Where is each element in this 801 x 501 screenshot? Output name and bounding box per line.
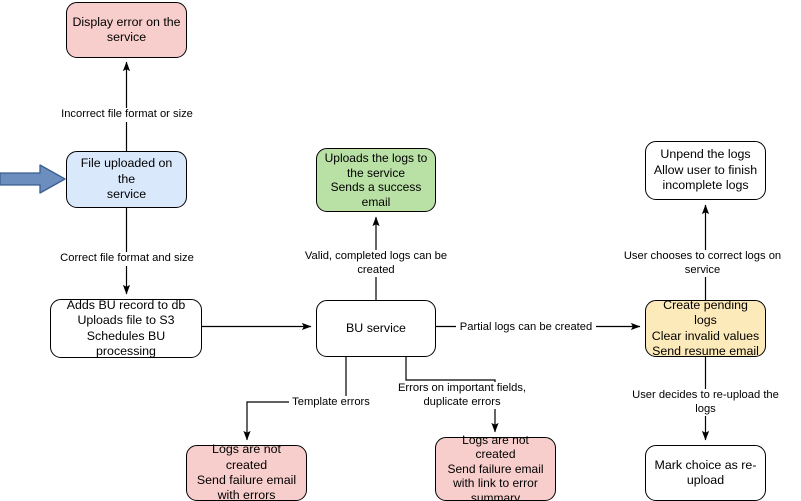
edge-label-partial-logs: Partial logs can be created: [456, 321, 596, 335]
node-uploads-logs-success[interactable]: Uploads the logs to the service Sends a …: [316, 148, 436, 212]
node-unpend-the-logs[interactable]: Unpend the logs Allow user to finish inc…: [645, 141, 766, 200]
node-bu-service[interactable]: BU service: [316, 300, 436, 357]
node-create-pending-logs[interactable]: Create pending logs Clear invalid values…: [645, 298, 766, 358]
edge-label-correct-file-format: Correct file format and size: [54, 252, 200, 266]
edge-label-user-reuploads-logs: User decides to re-upload the logs: [619, 389, 792, 417]
edge-label-valid-completed-logs: Valid, completed logs can be created: [283, 250, 469, 278]
entry-arrow-icon: [0, 164, 66, 194]
node-file-uploaded-on-service[interactable]: File uploaded on the service: [66, 151, 187, 208]
node-logs-not-created-with-summary[interactable]: Logs are not created Send failure email …: [435, 433, 556, 501]
node-adds-bu-record[interactable]: Adds BU record to db Uploads file to S3 …: [50, 298, 202, 358]
edge-label-incorrect-file-format: Incorrect file format or size: [52, 108, 202, 122]
edge-label-important-field-errors: Errors on important fields, duplicate er…: [392, 382, 532, 410]
edge-label-template-errors: Template errors: [289, 396, 373, 410]
edge-label-user-corrects-logs: User chooses to correct logs on service: [604, 250, 801, 278]
node-logs-not-created-with-errors[interactable]: Logs are not created Send failure email …: [186, 442, 307, 501]
node-mark-choice-as-reupload[interactable]: Mark choice as re- upload: [645, 445, 766, 501]
node-display-error[interactable]: Display error on the service: [66, 2, 187, 58]
